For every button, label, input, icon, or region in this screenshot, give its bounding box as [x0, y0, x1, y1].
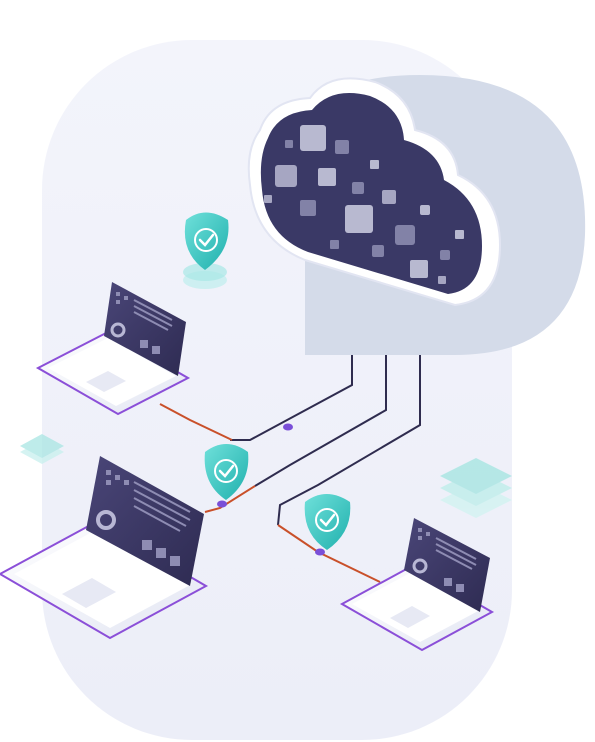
layers-icon: [440, 458, 512, 518]
layers-icon: [20, 434, 64, 464]
shield-check-icon: [183, 212, 229, 289]
laptop-icon: [35, 282, 191, 416]
laptop-icon: [339, 518, 495, 652]
cloud-data-pixels: [264, 125, 464, 284]
shield-check-icon: [204, 444, 249, 500]
laptop-icon: [0, 456, 209, 640]
shield-check-icon: [304, 494, 351, 550]
network-cables: [159, 355, 421, 583]
cloud-icon: [247, 77, 502, 307]
cable-nodes: [217, 423, 325, 556]
